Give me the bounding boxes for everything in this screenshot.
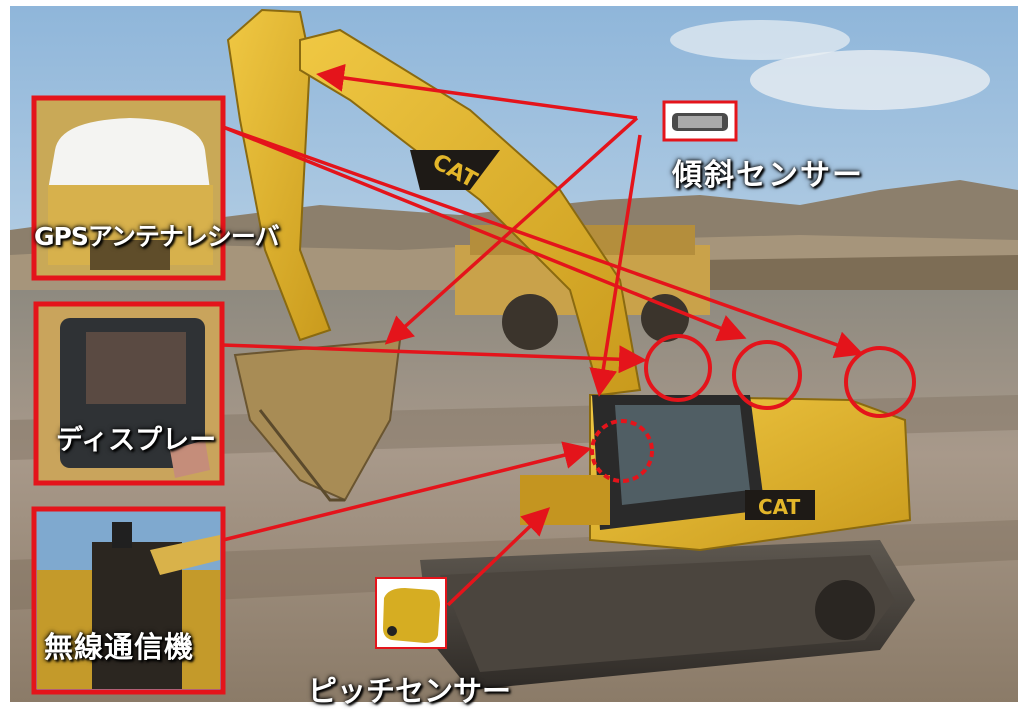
arrow-radio [222, 441, 592, 542]
arrow-tilt-to-body [589, 134, 642, 397]
arrow-gps-center [222, 125, 747, 342]
tilt-sensor-inset [662, 100, 738, 142]
circle-gps-right [844, 346, 916, 418]
radio-inset [31, 506, 226, 695]
radio-label: 無線通信機 [44, 630, 195, 664]
pitch-sensor-label: ピッチセンサー [308, 674, 512, 708]
arrow-display [221, 343, 647, 374]
circle-gps-center [732, 340, 802, 410]
annotation-arrows [221, 63, 864, 607]
circle-radio-target [590, 419, 654, 483]
arrow-tilt-to-boom [316, 63, 638, 120]
body-logo: CAT [758, 495, 801, 519]
arrow-pitch [446, 507, 551, 607]
display-inset [33, 301, 225, 486]
gps-inset [31, 95, 226, 281]
arrow-gps-right [222, 125, 864, 359]
pitch-sensor-inset [375, 577, 447, 649]
excavator-body: CAT [420, 393, 915, 690]
tilt-sensor-label: 傾斜センサー [672, 158, 864, 193]
display-label: ディスプレー [56, 425, 217, 456]
excavator-arm: CAT [226, 8, 642, 502]
gps-antenna-label: GPSアンテナレシーバ [34, 222, 280, 251]
